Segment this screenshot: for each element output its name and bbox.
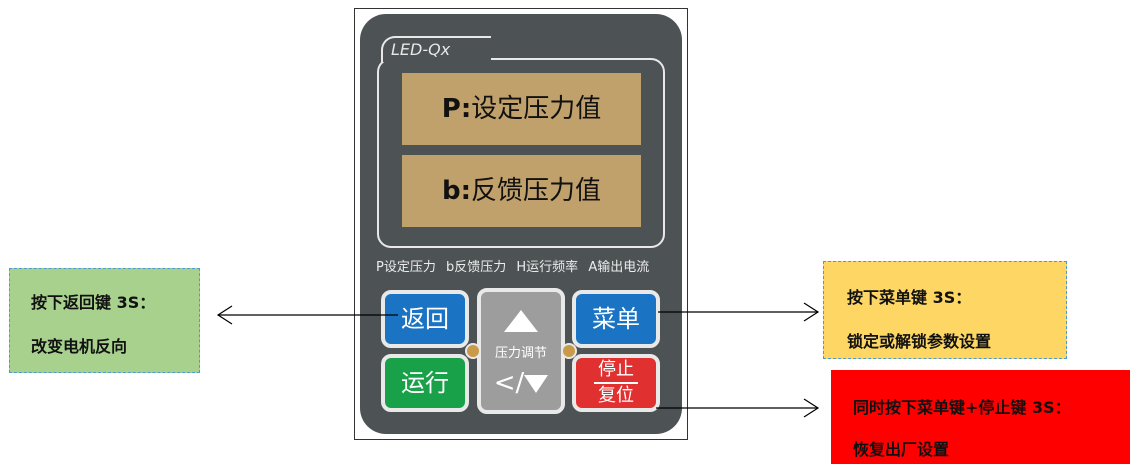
callout-back-line2: 改变电机反向: [31, 337, 128, 356]
lcd-line-1-text: 设定压力值: [471, 94, 602, 124]
stop-label: 停止: [598, 359, 634, 380]
callout-reset-line2: 恢复出厂设置: [853, 440, 950, 459]
stop-divider: [594, 382, 638, 384]
indicator-led-left: [465, 343, 481, 359]
lcd-line-1-key: P:: [441, 94, 472, 124]
model-label: LED-Qx: [381, 36, 491, 62]
callout-menu-line1: 按下菜单键 3S：: [847, 288, 972, 307]
arrow-to-bottom-callout: [656, 398, 820, 418]
shift-down-key[interactable]: </: [481, 368, 561, 398]
lcd-line-2-text: 反馈压力值: [471, 176, 602, 206]
indicator-output-current: A输出电流: [588, 260, 650, 275]
menu-button[interactable]: 菜单: [572, 290, 660, 348]
lcd-line-2-key: b:: [441, 176, 471, 206]
arrow-to-right-callout: [658, 302, 820, 322]
callout-reset-line1: 同时按下菜单键+停止键 3S：: [853, 398, 1071, 417]
down-arrow-icon: [524, 374, 549, 393]
callout-menu-line2: 锁定或解锁参数设置: [847, 332, 992, 351]
shift-left-icon: </: [493, 368, 525, 398]
indicator-feedback-pressure: b反馈压力: [445, 260, 507, 275]
callout-menu-key: 按下菜单键 3S： 锁定或解锁参数设置: [823, 261, 1067, 359]
back-button[interactable]: 返回: [381, 290, 469, 348]
reset-label: 复位: [598, 385, 634, 406]
indicator-labels: P设定压力 b反馈压力 H运行频率 A输出电流: [376, 258, 676, 278]
indicator-run-frequency: H运行频率: [516, 260, 579, 275]
callout-reset: 同时按下菜单键+停止键 3S： 恢复出厂设置: [831, 370, 1130, 464]
callout-back-key: 按下返回键 3S： 改变电机反向: [9, 268, 200, 373]
pressure-adjust-label: 压力调节: [494, 346, 547, 361]
up-arrow-icon[interactable]: [504, 310, 538, 332]
arrow-to-left-callout: [216, 305, 398, 325]
display-frame: [377, 58, 665, 248]
callout-back-line1: 按下返回键 3S：: [31, 293, 156, 312]
indicator-led-right: [561, 343, 577, 359]
indicator-set-pressure: P设定压力: [376, 260, 436, 275]
lcd-line-1: P:设定压力值: [402, 73, 641, 145]
run-button[interactable]: 运行: [381, 354, 469, 412]
stop-reset-button[interactable]: 停止 复位: [572, 354, 660, 412]
lcd-line-2: b:反馈压力值: [402, 155, 641, 227]
